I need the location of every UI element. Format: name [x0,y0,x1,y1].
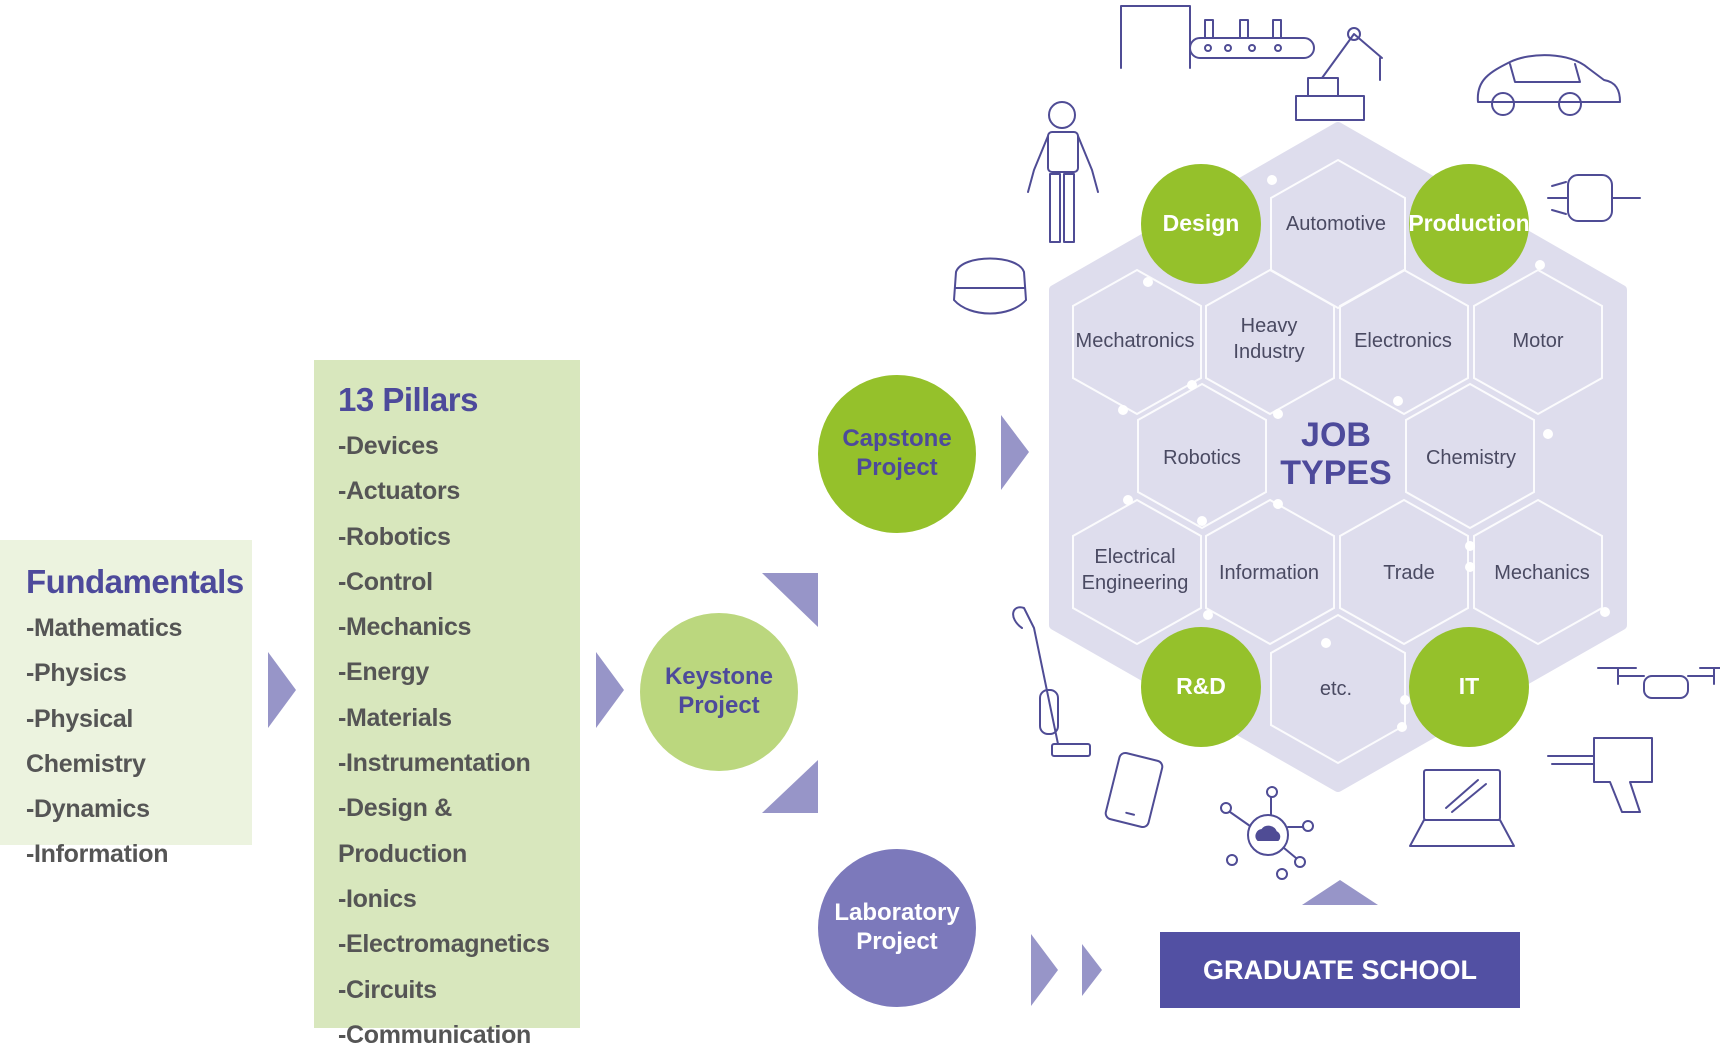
cell-heavy-industry: Heavy Industry [1233,313,1304,365]
list-item: -Materials [338,703,452,732]
arrow-pillars-to-keystone [596,652,624,728]
cell-electronics: Electronics [1354,330,1452,352]
diagram-artwork [268,5,1720,1006]
cell-trade: Trade [1383,562,1435,584]
design-circle: Design [1141,164,1261,284]
list-item: -Circuits [338,975,437,1004]
circuit-dots [1118,175,1610,732]
keystone-line-2: Project [678,692,760,719]
list-item: -Instrumentation [338,749,531,778]
vacuum-cleaner-icon [1012,606,1091,757]
capstone-project-circle: Capstone Project [818,375,976,533]
drill-icon [1547,737,1653,813]
list-item: -Mechanics [338,613,472,642]
capstone-line-1: Capstone [842,425,952,453]
arrow-fund-to-pillars [268,652,296,728]
laptop-icon [1409,769,1515,847]
list-item: -Devices [338,432,439,460]
motor-icon [1547,174,1641,222]
laboratory-project-circle: Laboratory Project [818,849,976,1007]
list-item: -Electromagnetics [338,930,550,959]
vr-headset-icon [953,257,1027,315]
cell-automotive: Automotive [1285,213,1387,235]
fundamentals-list: -Mathematics -Physics -Physical Chemistr… [26,606,252,878]
pillars-title: 13 Pillars [338,381,478,418]
list-item: -Mathematics [26,614,183,642]
job-types-title: JOB TYPES [1280,416,1391,492]
keystone-project-circle: Keystone Project [640,613,798,771]
arrow-keystone-to-lab [762,760,818,813]
electrical-engineering-line-1: Electrical [1094,546,1176,568]
job-types-hexagon [1049,122,1627,792]
list-item: -Control [338,567,433,596]
cloud-network-icon [1220,786,1314,880]
list-item: -Communication [338,1020,532,1049]
production-circle: Production [1408,164,1530,284]
fundamentals-title: Fundamentals [26,563,244,600]
job-types-line-1: JOB [1301,416,1371,454]
list-item: -Ionics [338,884,417,913]
cell-information: Information [1218,562,1320,584]
capstone-line-2: Project [856,454,938,481]
it-circle: IT [1409,627,1529,747]
laboratory-line-1: Laboratory [834,899,960,927]
drone-icon [1597,667,1720,699]
cell-etc: etc. [1319,678,1353,700]
humanoid-robot-icon [1027,101,1099,243]
job-types-line-2: TYPES [1280,454,1392,492]
keystone-line-1: Keystone [664,663,774,691]
electrical-engineering-line-2: Engineering [1081,572,1189,594]
smartphone-icon [1104,751,1164,829]
rd-circle: R&D [1141,627,1261,747]
arrow-capstone-to-jobs [1001,415,1029,490]
cell-electrical-engineering: Electrical Engineering [1082,544,1189,596]
list-item: -Dynamics [26,795,150,824]
laboratory-line-2: Project [856,928,938,955]
list-item: -Physics [26,659,127,688]
arrow-grad-to-jobs [1302,880,1378,905]
cell-mechatronics: Mechatronics [1075,330,1195,352]
cell-mechanics: Mechanics [1494,562,1590,584]
fundamentals-panel: Fundamentals -Mathematics -Physics -Phys… [0,540,252,868]
list-item: -Physical Chemistry [26,704,146,778]
heavy-industry-line-2: Industry [1233,341,1305,363]
car-icon [1476,54,1621,116]
list-item: -Robotics [338,522,451,551]
arrow-lab-to-grad-1 [1031,934,1058,1006]
flow-arrows [268,415,1378,1006]
heavy-industry-line-1: Heavy [1240,315,1298,337]
conveyor-robot-arm-icon [1120,5,1383,121]
list-item: -Energy [338,658,429,687]
arrow-lab-to-grad-2 [1082,944,1102,996]
list-item: -Information [26,840,169,869]
pillars-panel: 13 Pillars -Devices -Actuators -Robotics… [314,360,580,1049]
cell-motor: Motor [1512,330,1564,352]
cell-chemistry: Chemistry [1425,447,1517,469]
arrow-keystone-to-capstone [762,573,818,627]
list-item: -Actuators [338,477,461,506]
pillars-list: -Devices -Actuators -Robotics -Control -… [338,424,580,1058]
graduate-school-box: GRADUATE SCHOOL [1160,932,1520,1008]
list-item: -Design & Production [338,794,467,868]
cell-robotics: Robotics [1163,447,1241,469]
honeycomb-grid [1072,158,1603,765]
